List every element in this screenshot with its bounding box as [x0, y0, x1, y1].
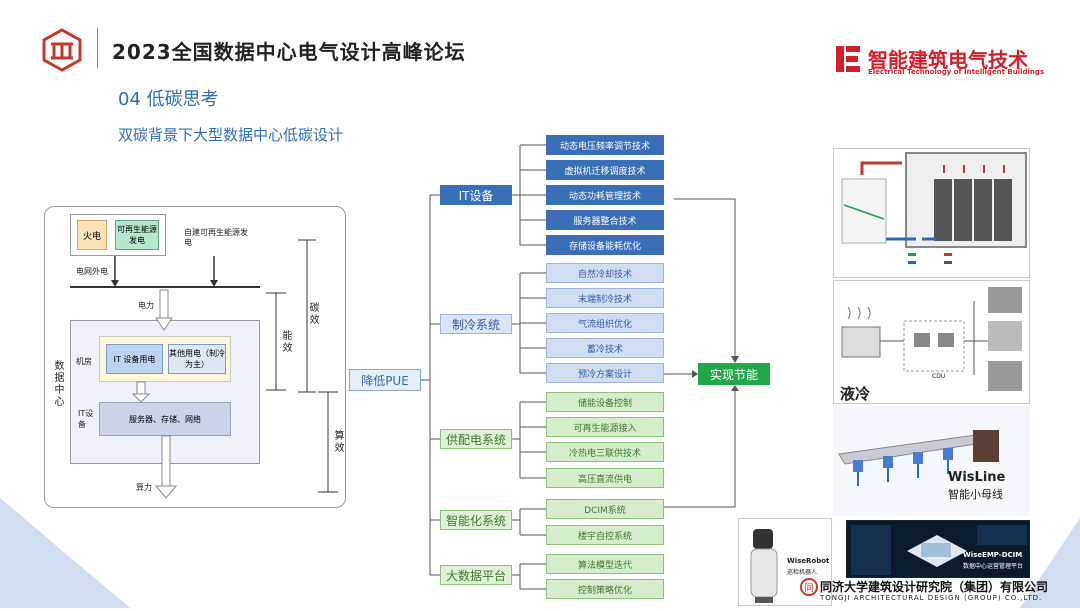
- category-big-data: 大数据平台: [440, 565, 512, 585]
- leaf-dcim: DCIM系统: [546, 499, 664, 519]
- leaf-algorithm-iteration: 算法模型迭代: [546, 554, 664, 574]
- leaf-free-cooling: 自然冷却技术: [546, 263, 664, 283]
- company-name-en: TONGJI ARCHITECTURAL DESIGN (GROUP) CO.,…: [820, 594, 1043, 602]
- reduce-pue-node: 降低PUE: [349, 369, 421, 391]
- leaf-control-strategy: 控制策略优化: [546, 579, 664, 599]
- achieve-energy-saving-node: 实现节能: [698, 363, 770, 385]
- page-title: 2023全国数据中心电气设计高峰论坛: [112, 40, 466, 64]
- leaf-cold-storage: 蓄冷技术: [546, 338, 664, 358]
- wiseemp-subtitle: 数据中心运营管理平台: [963, 563, 1024, 570]
- leaf-dvfs: 动态电压频率调节技术: [546, 135, 664, 155]
- datacenter-label: 数据中心: [52, 360, 63, 408]
- wiseemp-title: WiseEMP-DCIM: [963, 551, 1023, 559]
- leaf-vm-migration: 虚拟机迁移调度技术: [546, 160, 664, 180]
- decor-triangle-left: [0, 498, 130, 608]
- compute-label: 算力: [136, 483, 152, 492]
- category-power-distribution: 供配电系统: [440, 429, 512, 449]
- company-logo-icon: 同: [800, 578, 818, 596]
- wisline-title: WisLine: [948, 470, 1006, 485]
- wiserobot-subtitle: 巡检机器人: [787, 569, 818, 576]
- wisline-image: WisLine 智能小母线: [833, 406, 1030, 516]
- fire-power-box: 火电: [77, 220, 107, 250]
- machine-room-label: 机房: [76, 357, 92, 366]
- wisline-subtitle: 智能小母线: [948, 488, 1003, 501]
- section-title: 04 低碳思考: [118, 89, 219, 110]
- grid-power-label: 电网外电: [76, 267, 108, 276]
- self-renewable-label: 自建可再生能源发电: [184, 228, 248, 247]
- power-source-group: [70, 214, 166, 256]
- leaf-renewable-access: 可再生能源接入: [546, 417, 664, 437]
- leaf-hvdc: 高压直流供电: [546, 468, 664, 488]
- leaf-terminal-cooling: 末端制冷技术: [546, 288, 664, 308]
- brand-logo-icon: [836, 46, 860, 72]
- leaf-energy-storage: 储能设备控制: [546, 392, 664, 412]
- it-equipment-label: IT设备: [78, 409, 94, 429]
- leaf-dynamic-power: 动态功耗管理技术: [546, 185, 664, 205]
- leaf-bas: 楼宇自控系统: [546, 525, 664, 545]
- other-power-box: 其他用电（制冷为主）: [168, 344, 226, 374]
- header-divider: [97, 28, 98, 68]
- leaf-server-consolidation: 服务器整合技术: [546, 210, 664, 230]
- decor-triangle-right: [1020, 518, 1080, 608]
- category-cooling: 制冷系统: [440, 314, 512, 334]
- company-name: 同济大学建筑设计研究院（集团）有限公司: [820, 580, 1049, 594]
- compute-efficiency-label: 算效: [332, 430, 343, 454]
- leaf-storage-energy: 存储设备能耗优化: [546, 235, 664, 255]
- renewable-power-box: 可再生能源发电: [115, 220, 159, 250]
- category-it-equipment: IT设备: [440, 185, 512, 205]
- category-intelligent-system: 智能化系统: [440, 510, 512, 530]
- liquid-cooling-image: CDU 液冷: [833, 280, 1030, 404]
- airflow-diagram-image: [833, 148, 1030, 278]
- cdu-label: CDU: [932, 373, 946, 380]
- liquid-cooling-label: 液冷: [840, 385, 871, 403]
- brand-subtitle: Electrical Technology of Intelligent Bui…: [868, 68, 1045, 76]
- brand-name: 智能建筑电气技术: [868, 48, 1028, 72]
- leaf-airflow: 气流组织优化: [546, 313, 664, 333]
- wiserobot-image: WiseRobot 巡检机器人: [738, 518, 832, 606]
- energy-efficiency-label: 能效: [280, 330, 291, 354]
- leaf-precooling: 预冷方案设计: [546, 363, 664, 383]
- forum-logo-icon: [42, 28, 82, 72]
- section-subtitle: 双碳背景下大型数据中心低碳设计: [118, 126, 344, 144]
- leaf-cchp: 冷热电三联供技术: [546, 442, 664, 462]
- carbon-efficiency-label: 碳效: [307, 302, 318, 326]
- wiseemp-dcim-image: WiseEMP-DCIM 数据中心运营管理平台: [846, 520, 1030, 578]
- wiserobot-title: WiseRobot: [787, 557, 830, 565]
- it-power-box: IT 设备用电: [106, 344, 163, 374]
- svg-text:同: 同: [804, 583, 813, 594]
- power-label: 电力: [138, 301, 154, 310]
